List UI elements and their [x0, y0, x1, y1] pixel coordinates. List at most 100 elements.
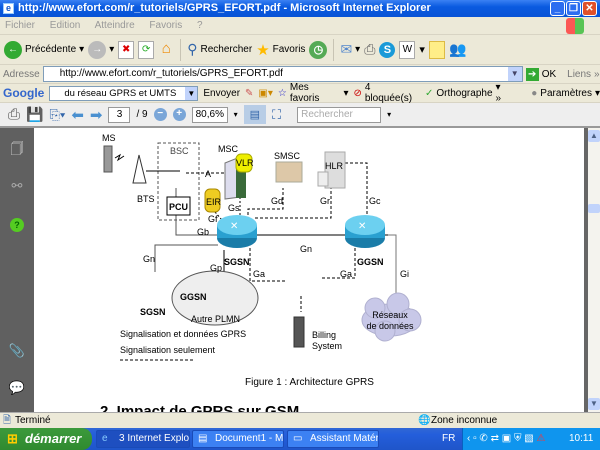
label-gb: Gb	[197, 227, 209, 237]
share-icon[interactable]: ⎘▾	[49, 106, 66, 122]
word-icon[interactable]: W	[399, 40, 416, 59]
pdf-search-input[interactable]: Rechercher	[297, 106, 382, 123]
google-dropdown[interactable]: ▼	[185, 86, 198, 100]
label-reseaux: Réseaux	[372, 310, 408, 320]
bts-tower-icon	[132, 154, 147, 184]
antivirus-icon[interactable]: ⚠	[536, 433, 546, 444]
fit-width-icon[interactable]: ▤	[243, 105, 267, 124]
gi-link	[388, 234, 397, 296]
menu-edition[interactable]: Edition	[49, 20, 81, 31]
menu-favoris[interactable]: Favoris	[149, 20, 183, 31]
comments-icon[interactable]: 💬	[8, 380, 26, 395]
spell-label: Orthographe	[436, 87, 493, 99]
google-send-button[interactable]: Envoyer	[203, 87, 241, 99]
print-icon[interactable]: ⎙	[8, 106, 21, 123]
menu-atteindre[interactable]: Atteindre	[94, 20, 135, 31]
help-icon[interactable]: ?	[10, 218, 24, 232]
google-search-input[interactable]: du réseau GPRS et UMTS ▼	[49, 85, 199, 101]
google-logo: Google	[3, 86, 45, 100]
mail-icon: ✉	[340, 41, 353, 57]
ie-icon: e	[102, 433, 108, 444]
pages-icon[interactable]: 🗍	[10, 141, 24, 156]
smsc-server-icon	[275, 161, 303, 183]
task-internet-explorer[interactable]: e3 Internet Explorer ▾	[96, 430, 190, 448]
refresh-icon[interactable]: ⟳	[138, 40, 155, 59]
label-bsc: BSC	[170, 146, 189, 156]
google-favorites-button[interactable]: ☆Mes favoris▾	[277, 82, 349, 104]
windows-logo	[566, 18, 584, 34]
spellcheck-button[interactable]: ✓Orthographe▾ »	[424, 82, 502, 104]
save-icon[interactable]: 💾	[26, 106, 44, 122]
pdf-sidebar: 🗍 ⚯ ? 📎 💬	[0, 128, 34, 412]
gn-left-link	[154, 244, 218, 272]
chevron-icon[interactable]: »	[594, 68, 600, 80]
address-input[interactable]: http://www.efort.com/r_tutoriels/GPRS_EF…	[42, 66, 523, 82]
minimize-button[interactable]: _	[550, 1, 565, 16]
popup-blocker-button[interactable]: ⊘4 bloquée(s)	[353, 82, 419, 104]
previous-page-icon[interactable]: ⬅	[71, 106, 84, 124]
back-label: Précédente	[25, 44, 77, 55]
mail-button[interactable]: ✉▾	[340, 41, 361, 57]
next-page-icon[interactable]: ➡	[89, 106, 103, 124]
favorites-button[interactable]: ★Favoris	[256, 41, 305, 59]
print-icon[interactable]: ⎙	[364, 41, 376, 57]
fit-page-icon[interactable]: ⛶	[272, 106, 282, 122]
label-gs: Gs	[228, 203, 240, 213]
address-bar: Adresse http://www.efort.com/r_tutoriels…	[0, 65, 600, 84]
forward-button[interactable]: → ▾	[88, 40, 114, 59]
word-dropdown[interactable]: ▾	[419, 44, 425, 56]
address-dropdown[interactable]: ▼	[507, 67, 522, 81]
separator	[333, 38, 335, 61]
skype-icon[interactable]: S	[379, 41, 396, 58]
popup-icon[interactable]: ▣▾	[258, 87, 273, 99]
google-favorites-label: Mes favoris	[289, 82, 320, 104]
language-indicator[interactable]: FR	[442, 433, 456, 444]
go-button[interactable]: ➔OK	[525, 67, 557, 81]
maximize-button[interactable]: ❐	[566, 1, 581, 16]
ga-left	[249, 248, 285, 282]
zoom-in-icon[interactable]: +	[172, 108, 186, 121]
task-assistant-materiel[interactable]: ▭Assistant Matériel ...	[287, 430, 379, 448]
close-button[interactable]: ✕	[582, 1, 597, 16]
page-number-input[interactable]: 3	[108, 106, 131, 123]
label-smsc: SMSC	[274, 151, 301, 161]
search-dropdown[interactable]: ▾	[387, 110, 392, 119]
links-button[interactable]: Liens	[567, 68, 592, 80]
tray-icons[interactable]: ‹ ▫ ✆ ⇄ ▣ ⛨ ▧ ⚠	[467, 433, 546, 444]
sgsn-router-icon: ✕	[217, 215, 257, 248]
scroll-thumb[interactable]	[588, 204, 600, 213]
zoom-level-input[interactable]: 80,6%	[191, 106, 228, 123]
google-query: du réseau GPRS et UMTS	[64, 87, 177, 99]
stop-icon[interactable]: ✖	[118, 40, 135, 59]
attachment-icon[interactable]: 📎	[8, 343, 26, 358]
vertical-scrollbar[interactable]: ▲ ▼	[588, 128, 600, 412]
label-vlr: VLR	[236, 158, 254, 168]
start-button[interactable]: ⊞démarrer	[0, 428, 92, 450]
zoom-out-icon[interactable]: −	[153, 108, 167, 121]
home-icon[interactable]: ⌂	[161, 39, 171, 57]
back-button[interactable]: ←Précédente ▾	[4, 40, 84, 59]
back-arrow-icon: ←	[4, 40, 22, 59]
mobile-phone-icon	[103, 145, 113, 173]
scroll-down-arrow[interactable]: ▼	[588, 398, 600, 410]
zoom-dropdown[interactable]: ▾	[233, 110, 238, 119]
search-button[interactable]: ⚲Rechercher	[187, 41, 252, 58]
gd-link	[247, 188, 284, 215]
label-hlr: HLR	[325, 161, 344, 171]
highlight-icon[interactable]: ✎	[245, 87, 254, 99]
go-label: OK	[541, 68, 557, 80]
label-pcu: PCU	[169, 202, 188, 212]
settings-button[interactable]: ●Paramètres▾	[531, 87, 600, 99]
pdf-page	[34, 128, 584, 412]
menu-fichier[interactable]: Fichier	[5, 20, 36, 31]
messenger-icon[interactable]: 👥	[448, 41, 467, 57]
label-ggsn: GGSN	[357, 257, 384, 267]
scroll-up-arrow[interactable]: ▲	[588, 130, 600, 142]
menu-help[interactable]: ?	[197, 20, 203, 31]
label-gi: Gi	[400, 269, 409, 279]
ggsn-router-icon: ✕	[345, 215, 385, 248]
task-document1[interactable]: ▤Document1 - Micro...	[192, 430, 284, 448]
notes-icon[interactable]	[428, 40, 445, 59]
binoculars-icon[interactable]: ⚯	[11, 178, 23, 193]
history-icon[interactable]: ◷	[309, 40, 328, 59]
